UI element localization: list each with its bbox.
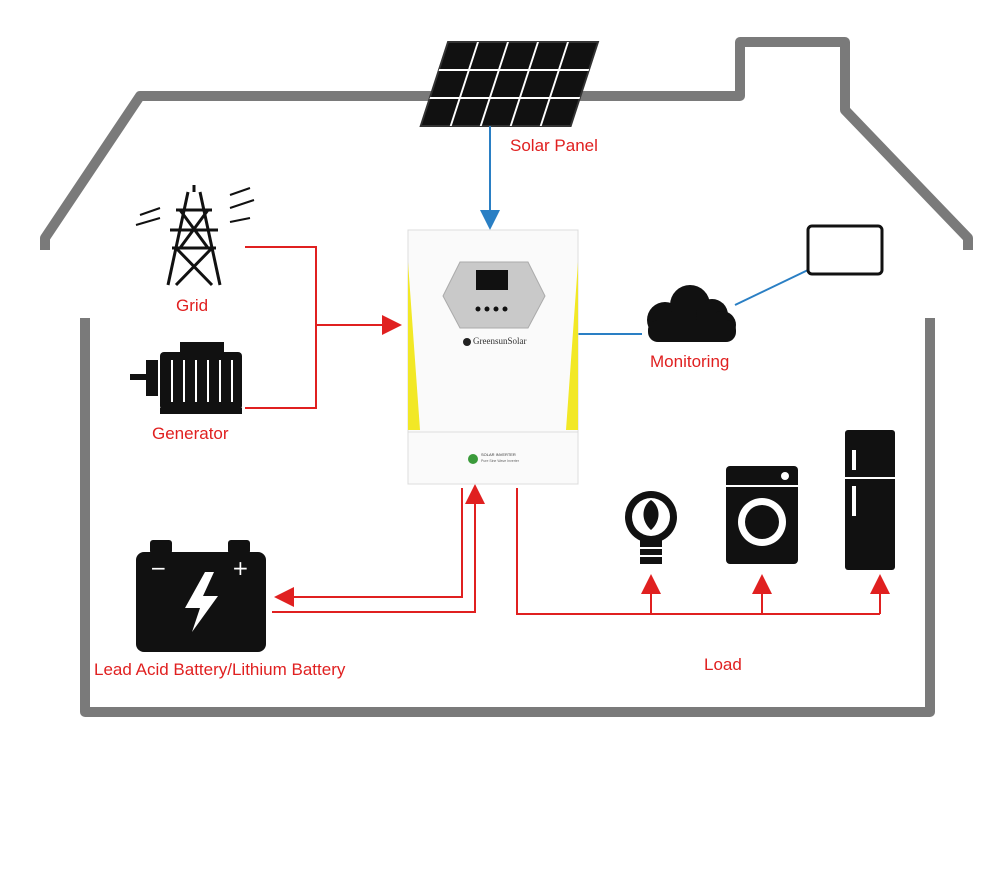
inverter-subtitle: Pure Sine Wave Inverter [481, 459, 519, 463]
inverter-brand: GreensunSolar [473, 336, 527, 346]
generator-icon [130, 342, 242, 414]
load-label: Load [704, 655, 742, 674]
inverter-icon [407, 229, 579, 485]
generator-label: Generator [152, 424, 229, 443]
cloud-icon [647, 285, 736, 342]
svg-text:+: + [232, 556, 249, 580]
battery-icon: − + [136, 540, 266, 652]
svg-text:−: − [150, 556, 167, 580]
light-bulb-icon [625, 491, 677, 564]
grid-label: Grid [176, 296, 209, 315]
washing-machine-icon [726, 466, 798, 564]
data-lines [480, 126, 809, 335]
power-tower-icon [135, 185, 255, 287]
solar-panel-label: Solar Panel [510, 136, 598, 155]
refrigerator-icon [845, 430, 895, 570]
tablet-icon [806, 224, 884, 276]
inverter-product: SOLAR INVERTER [481, 452, 516, 457]
solar-panel-icon [419, 41, 600, 127]
house-outline [40, 37, 973, 717]
power-lines [245, 246, 890, 615]
battery-label: Lead Acid Battery/Lithium Battery [94, 660, 346, 679]
monitoring-label: Monitoring [650, 352, 730, 371]
